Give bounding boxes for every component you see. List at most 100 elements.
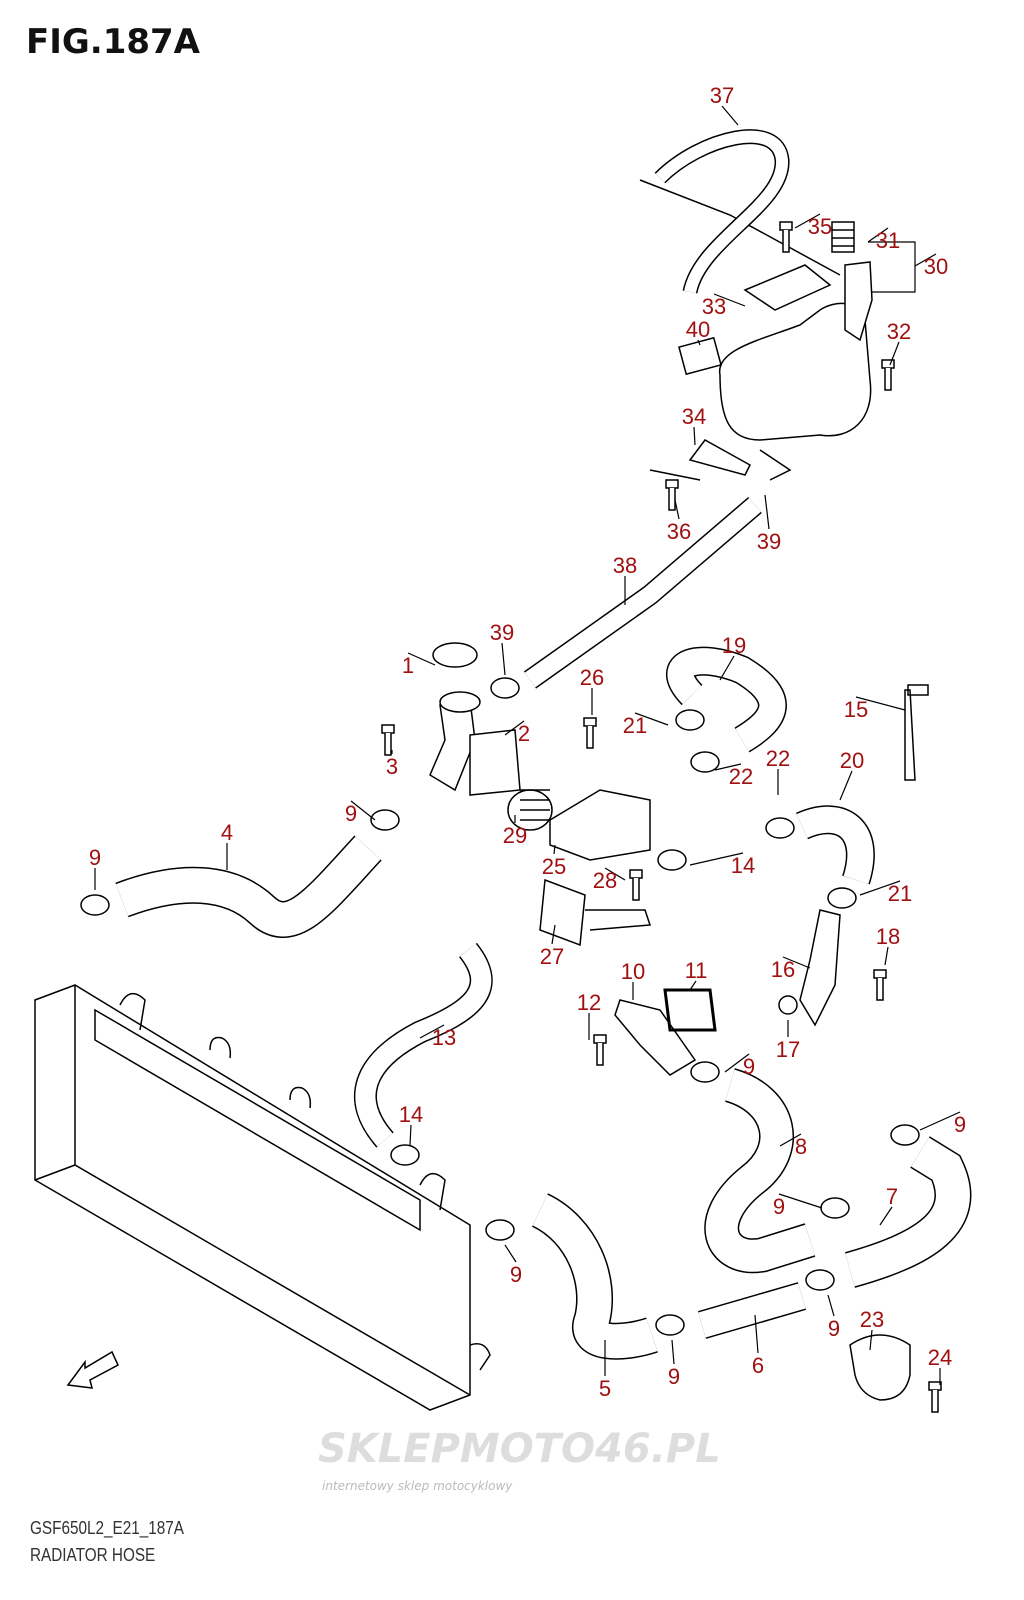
callout-14[interactable]: 14 <box>731 853 755 878</box>
hose-37 <box>654 129 790 294</box>
callout-25[interactable]: 25 <box>542 854 566 879</box>
callout-18[interactable]: 18 <box>876 924 900 949</box>
callout-19[interactable]: 19 <box>722 633 746 658</box>
leader-line <box>501 642 506 676</box>
callout-10[interactable]: 10 <box>621 959 645 984</box>
callout-22[interactable]: 22 <box>729 764 753 789</box>
callout-12[interactable]: 12 <box>577 990 601 1015</box>
callout-16[interactable]: 16 <box>771 957 795 982</box>
leader-line <box>778 1193 823 1209</box>
callout-9[interactable]: 9 <box>345 801 357 826</box>
callout-9[interactable]: 9 <box>743 1054 755 1079</box>
bolt <box>665 479 679 511</box>
callout-14[interactable]: 14 <box>399 1102 423 1127</box>
bracket-30 <box>868 241 916 293</box>
callout-29[interactable]: 29 <box>503 823 527 848</box>
callout-38[interactable]: 38 <box>613 553 637 578</box>
callout-2[interactable]: 2 <box>518 721 530 746</box>
callout-7[interactable]: 7 <box>886 1184 898 1209</box>
leader-line <box>859 880 901 896</box>
fwd-arrow <box>66 1350 119 1389</box>
callout-39[interactable]: 39 <box>490 620 514 645</box>
leader-line <box>855 696 906 711</box>
leader-line <box>919 1111 961 1131</box>
leader-line <box>794 213 821 229</box>
hose-5 <box>531 1193 658 1360</box>
callout-5[interactable]: 5 <box>599 1376 611 1401</box>
hose-38 <box>523 497 762 689</box>
callout-9[interactable]: 9 <box>510 1262 522 1287</box>
hose-clamp <box>675 709 705 731</box>
callout-35[interactable]: 35 <box>808 214 832 239</box>
hose-4 <box>115 835 382 938</box>
leader-line <box>779 1133 802 1147</box>
callout-27[interactable]: 27 <box>540 944 564 969</box>
leader-line <box>551 924 556 945</box>
hose-clamp <box>827 887 857 909</box>
hose-13 <box>353 942 493 1148</box>
watermark-text: SKLEPMOTO46.PL <box>318 1426 721 1472</box>
callout-9[interactable]: 9 <box>89 845 101 870</box>
leader-line <box>839 770 853 801</box>
callout-15[interactable]: 15 <box>844 697 868 722</box>
leader-line <box>689 852 744 866</box>
callout-9[interactable]: 9 <box>773 1194 785 1219</box>
leader-line <box>504 1244 517 1263</box>
callout-17[interactable]: 17 <box>776 1037 800 1062</box>
leader-line <box>719 655 735 681</box>
callout-39[interactable]: 39 <box>757 529 781 554</box>
callout-36[interactable]: 36 <box>667 519 691 544</box>
bolt <box>881 359 895 391</box>
callout-34[interactable]: 34 <box>682 404 706 429</box>
callout-8[interactable]: 8 <box>795 1134 807 1159</box>
bolt <box>779 221 793 253</box>
bolt <box>593 1034 607 1066</box>
callout-4[interactable]: 4 <box>221 820 233 845</box>
leader-line <box>867 227 889 243</box>
callout-21[interactable]: 21 <box>888 881 912 906</box>
callout-9[interactable]: 9 <box>828 1316 840 1341</box>
callout-31[interactable]: 31 <box>876 228 900 253</box>
hose-clamp <box>820 1197 850 1219</box>
hose-clamp <box>657 849 687 871</box>
leader-line <box>721 105 739 126</box>
bolt <box>928 1381 942 1413</box>
callout-22[interactable]: 22 <box>766 746 790 771</box>
leader-line <box>889 341 900 366</box>
leader-line <box>714 763 742 771</box>
watermark-subtext: internetowy sklep motocyklowy <box>322 1479 513 1493</box>
callout-3[interactable]: 3 <box>386 754 398 779</box>
callout-28[interactable]: 28 <box>593 868 617 893</box>
callout-23[interactable]: 23 <box>860 1307 884 1332</box>
leader-line <box>504 720 525 736</box>
callout-30[interactable]: 30 <box>924 254 948 279</box>
callout-20[interactable]: 20 <box>840 748 864 773</box>
leader-line <box>914 253 937 267</box>
leader-line <box>674 499 680 520</box>
bolt <box>629 869 643 901</box>
callout-37[interactable]: 37 <box>710 83 734 108</box>
callout-13[interactable]: 13 <box>432 1025 456 1050</box>
hose-clamp <box>765 817 795 839</box>
callout-33[interactable]: 33 <box>702 294 726 319</box>
callout-40[interactable]: 40 <box>686 317 710 342</box>
bolt <box>583 717 597 749</box>
hose-8 <box>704 1068 816 1274</box>
callout-21[interactable]: 21 <box>623 713 647 738</box>
hose-6 <box>697 1282 807 1339</box>
callout-1[interactable]: 1 <box>402 653 414 678</box>
callout-26[interactable]: 26 <box>580 665 604 690</box>
callout-9[interactable]: 9 <box>668 1364 680 1389</box>
callout-32[interactable]: 32 <box>887 319 911 344</box>
callout-9[interactable]: 9 <box>954 1112 966 1137</box>
leader-line <box>724 1053 750 1073</box>
hose-7 <box>845 1136 972 1288</box>
callout-6[interactable]: 6 <box>752 1353 764 1378</box>
hose-clamp <box>690 1061 720 1083</box>
callout-11[interactable]: 11 <box>685 958 708 983</box>
leader-line <box>553 844 556 855</box>
leader-line <box>869 1329 873 1351</box>
callout-24[interactable]: 24 <box>928 1345 952 1370</box>
leader-line <box>782 956 811 969</box>
